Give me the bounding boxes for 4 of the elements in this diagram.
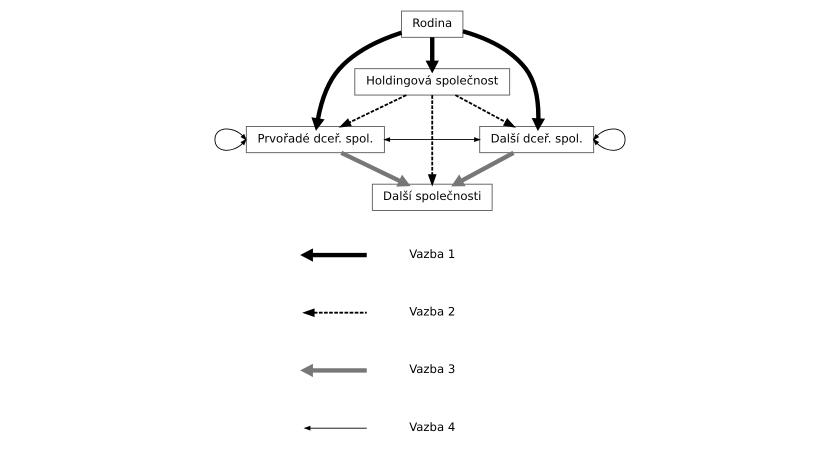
legend-label: Vazba 3 bbox=[408, 362, 455, 376]
legend-label: Vazba 2 bbox=[408, 304, 455, 318]
legend-label: Vazba 4 bbox=[408, 420, 455, 434]
legend-label: Vazba 1 bbox=[408, 246, 455, 261]
